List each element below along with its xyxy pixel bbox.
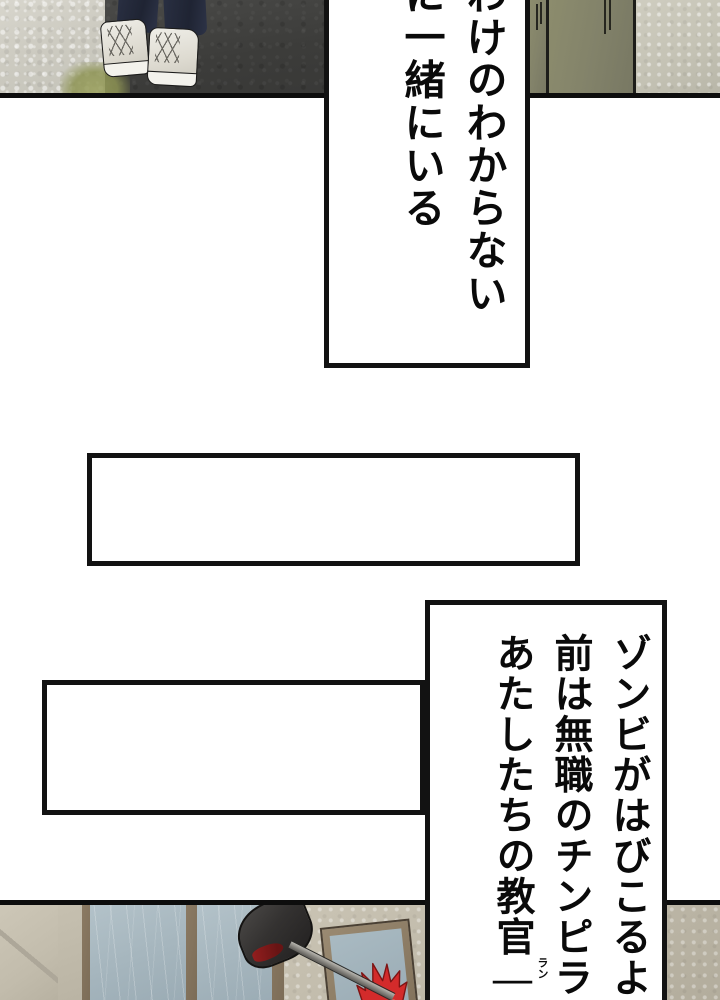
window-frame-mullion [82,905,90,1000]
blood-stain [250,939,286,965]
shoe-laces [107,24,134,57]
sneaker-left [99,18,151,78]
locker-door [549,0,636,93]
locker-door [530,0,549,93]
speech-box-4-line-1: ゾンビがはびこるように [607,633,650,1000]
sneaker-right [146,26,200,88]
speech-box-1-line-2: 場所に一緒にいる [398,0,444,230]
interior-wall-left [0,905,70,1000]
panel-top-lockers [530,0,720,98]
ruby-furigana-ran: ラン [536,957,548,979]
shoe-sole [146,70,198,88]
locker-vent-slit [536,4,538,30]
corridor-wall [636,0,720,93]
window-frame-mullion [186,905,197,1000]
locker-vent-slit [609,0,611,30]
locker-vent-slit [540,2,542,24]
speech-box-3-empty[interactable] [42,680,425,815]
speech-box-4-line-2: 前は無職のチンピラ—— [549,633,592,1000]
window-pane [88,905,186,1000]
speech-box-4-line-3: あたしたちの教官——郎 [491,633,534,1000]
locker-vent-slit [604,0,606,34]
speech-box-1[interactable]: このわけのわからない 場所に一緒にいる [324,0,530,368]
speech-box-1-line-1: このわけのわからない [460,0,506,315]
speech-box-4[interactable]: ゾンビがはびこるように 前は無職のチンピラ—— あたしたちの教官——郎 ラン [425,600,667,1000]
shoe-laces [154,32,181,64]
speech-box-2-empty[interactable] [87,453,580,566]
